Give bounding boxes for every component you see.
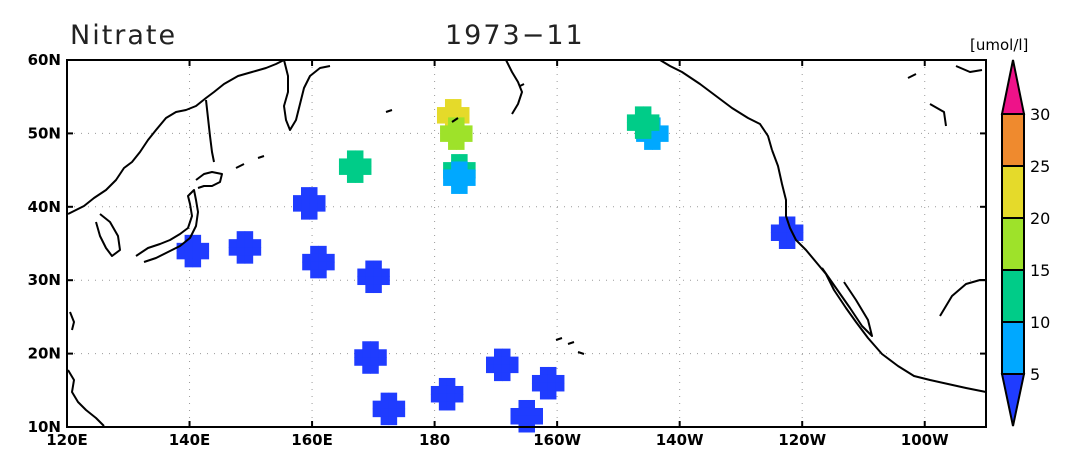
- coastlines: [67, 59, 987, 427]
- lon-tick-label: 100W: [901, 431, 949, 449]
- map-frame: [66, 59, 987, 428]
- lon-tick-label: 140E: [169, 431, 211, 449]
- observation-marker: [302, 245, 335, 279]
- lon-tick-label: 120W: [778, 431, 826, 449]
- colorbar-label: 30: [1030, 105, 1050, 124]
- coastline-japan-hokkaido: [195, 171, 223, 189]
- coastline-baja: [821, 267, 873, 337]
- coastline-canada-islands: [907, 65, 983, 127]
- map-title: Nitrate: [70, 20, 177, 51]
- colorbar-label: 15: [1030, 261, 1050, 280]
- colorbar-segment: [1000, 59, 1026, 115]
- lat-tick-label: 40N: [28, 198, 61, 216]
- coastline-aleutians: [235, 83, 525, 169]
- colorbar-segment: [1001, 321, 1025, 375]
- colorbar-label: 20: [1030, 209, 1050, 228]
- observation-marker: [372, 392, 406, 426]
- observation-marker: [354, 341, 387, 374]
- lon-tick-label: 120E: [46, 431, 88, 449]
- observation-marker: [176, 234, 210, 268]
- colorbar-segment: [1000, 373, 1026, 427]
- colorbar-label: 5: [1030, 365, 1040, 384]
- observation-marker: [293, 187, 326, 220]
- coastline-japan-honshu: [135, 189, 199, 263]
- lon-tick-label: 140W: [656, 431, 704, 449]
- coastline-philippines: [67, 369, 105, 427]
- observation-marker: [485, 348, 519, 382]
- colorbar-units: [umol/l]: [970, 36, 1028, 54]
- coastline-mexico-gulf: [939, 279, 986, 317]
- map-date: 1973−11: [445, 20, 585, 51]
- colorbar-segment: [1001, 217, 1025, 271]
- colorbar-label: 10: [1030, 313, 1050, 332]
- lat-tick-label: 20N: [28, 345, 61, 363]
- observation-marker: [531, 366, 565, 400]
- observation-marker: [626, 106, 660, 139]
- coastline-north-america: [771, 149, 987, 393]
- coastline-sakhalin: [205, 99, 215, 163]
- lat-tick-label: 10N: [28, 418, 61, 436]
- lat-tick-label: 30N: [28, 271, 61, 289]
- lat-tick-label: 60N: [28, 51, 61, 69]
- observation-markers: [176, 99, 804, 433]
- coastline-kamchatka: [283, 59, 331, 131]
- observation-marker: [228, 231, 262, 264]
- observation-marker: [430, 377, 464, 411]
- colorbar-segment: [1001, 165, 1025, 219]
- coastline-korea: [95, 213, 121, 257]
- observation-marker: [357, 260, 390, 294]
- observation-marker: [338, 150, 372, 183]
- observation-marker: [443, 161, 476, 194]
- colorbar-label: 25: [1030, 157, 1050, 176]
- coastline-asia: [67, 59, 285, 215]
- lon-tick-label: 180: [419, 431, 450, 449]
- lon-tick-label: 160E: [291, 431, 333, 449]
- colorbar-segment: [1001, 113, 1025, 167]
- colorbar-segment: [1001, 269, 1025, 323]
- coastline-taiwan: [69, 311, 75, 331]
- coastline-hawaii: [555, 337, 585, 355]
- coastline-alaska: [505, 59, 773, 151]
- lat-tick-label: 50N: [28, 124, 61, 142]
- lon-tick-label: 160W: [533, 431, 581, 449]
- observation-marker: [510, 399, 543, 433]
- colorbar: 5 10 15 20 25 30: [1000, 59, 1050, 427]
- axes: 120E 140E 160E 180 160W 140W 120W 100W 60N 50N 40N…: [28, 51, 986, 449]
